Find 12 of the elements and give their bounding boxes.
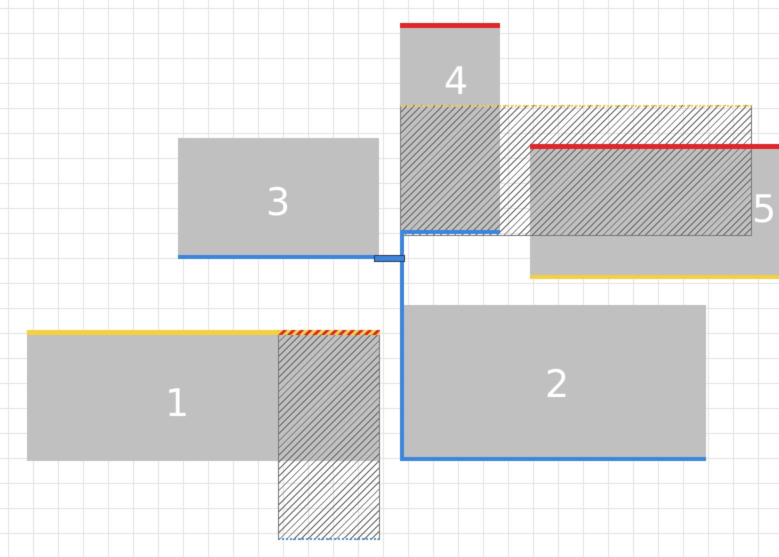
hatched-region bbox=[278, 332, 380, 540]
connector-line bbox=[400, 233, 706, 461]
layout-box bbox=[400, 27, 500, 233]
box-number: 5 bbox=[752, 190, 776, 228]
box-number: 4 bbox=[444, 62, 468, 100]
box-number: 1 bbox=[165, 384, 190, 422]
hatched-region bbox=[400, 105, 752, 236]
box-number: 3 bbox=[266, 183, 290, 221]
layout-box bbox=[27, 332, 379, 461]
box-number: 2 bbox=[545, 365, 570, 403]
layout-box bbox=[178, 138, 379, 258]
layout-box bbox=[530, 148, 779, 278]
